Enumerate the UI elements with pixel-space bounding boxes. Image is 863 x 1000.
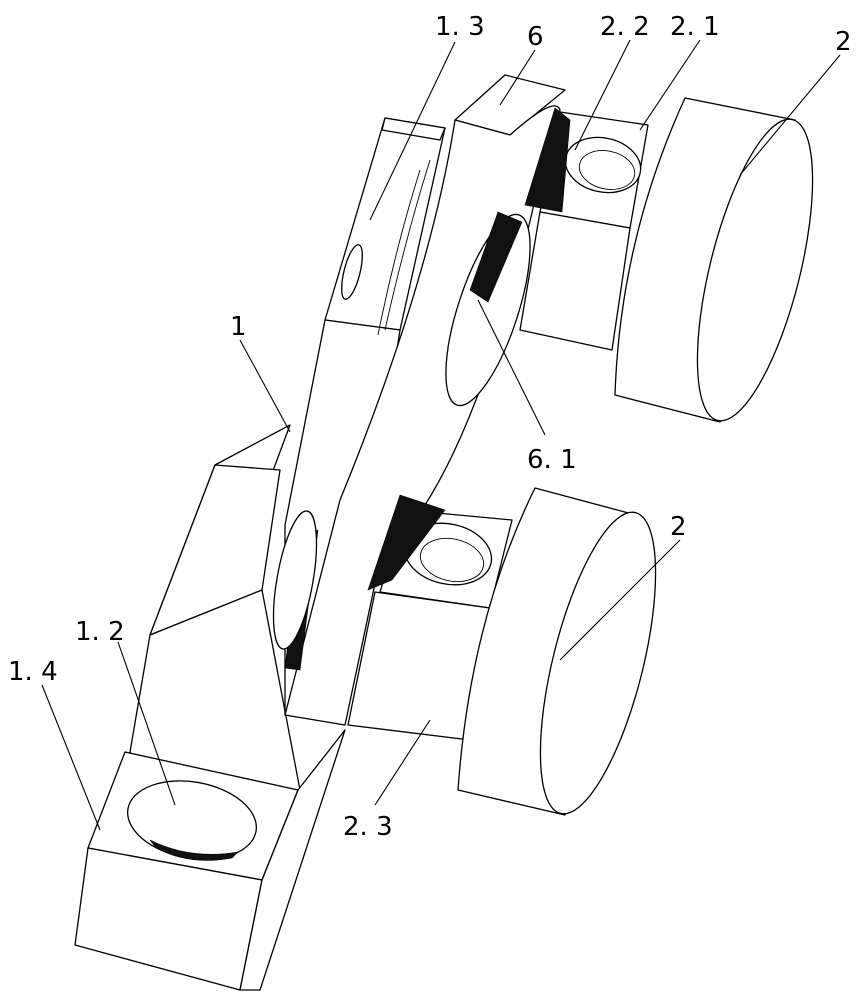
label-6: 6: [527, 22, 544, 52]
upper-block-front-face: [519, 211, 631, 351]
leader-2-2: [574, 39, 631, 151]
link-plate: [272, 74, 571, 726]
leader-lines: [41, 39, 841, 831]
label-2-top: 2: [835, 27, 852, 57]
label-1-3: 1. 3: [435, 12, 485, 42]
foot-bore-shadow: [149, 839, 239, 861]
leader-2-bottom: [559, 539, 681, 661]
label-2-2: 2. 2: [600, 12, 650, 42]
lug-inner-edge: [384, 159, 431, 331]
bolt-head: [445, 213, 531, 407]
leader-2-1: [639, 39, 701, 131]
upper-pin-hole: [341, 244, 363, 300]
lower-block-bore-inner: [419, 537, 485, 583]
leader-2-3: [374, 719, 431, 806]
label-1-2: 1. 2: [75, 617, 125, 647]
left-pin-head: [272, 510, 318, 650]
leader-2-top: [739, 54, 841, 176]
leader-6-1: [477, 299, 546, 436]
leader-6: [499, 49, 536, 106]
label-6-1: 6. 1: [527, 445, 577, 475]
upper-roller-assembly: [519, 97, 814, 423]
link-plate-contact-bottom: [367, 494, 446, 591]
leader-1-2: [117, 641, 176, 806]
lug-outer-edge: [377, 169, 421, 336]
part-labels: 1. 3 6 2. 2 2. 1 2 1 6. 1 2 1. 2 1. 4 2.…: [8, 12, 852, 842]
base-body: [74, 424, 346, 991]
link-plate-contact-top: [524, 107, 571, 213]
leader-1-3: [369, 41, 456, 221]
label-2-1: 2. 1: [670, 12, 720, 42]
upper-block-bore-inner: [578, 150, 636, 190]
lower-roller-assembly: [347, 487, 657, 816]
lower-wheel-face: [539, 511, 657, 815]
upper-wheel-face: [696, 118, 814, 422]
foot-block-side: [239, 729, 346, 991]
leader-1: [239, 339, 291, 433]
label-1-4: 1. 4: [8, 657, 58, 687]
leader-1-4: [41, 684, 101, 831]
label-2-3: 2. 3: [343, 812, 393, 842]
label-1: 1: [230, 312, 247, 342]
bolt-shading: [469, 211, 523, 303]
label-2-bottom: 2: [670, 512, 687, 542]
